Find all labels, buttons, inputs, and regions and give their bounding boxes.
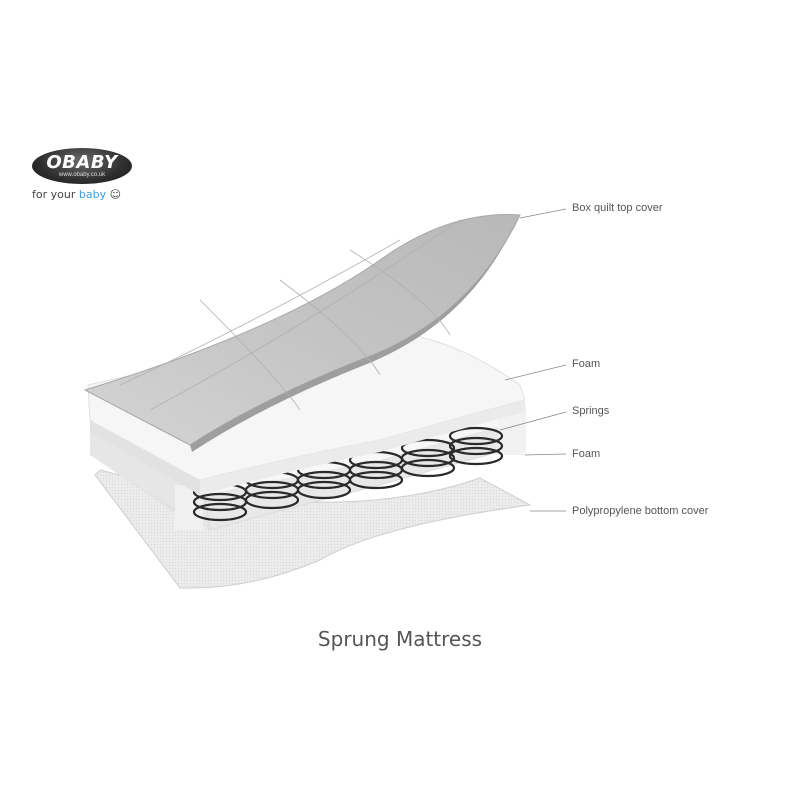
label-box-quilt-top-cover: Box quilt top cover bbox=[572, 202, 663, 214]
label-foam-top: Foam bbox=[572, 358, 601, 370]
logo-tagline: for your baby ☺ bbox=[32, 188, 121, 201]
leader-lines bbox=[499, 208, 567, 512]
logo-brand: OBABY bbox=[46, 152, 118, 173]
label-foam-bottom: Foam bbox=[572, 448, 601, 460]
smiley-icon: ☺ bbox=[106, 188, 122, 201]
logo-url: www.obaby.co.uk bbox=[58, 172, 106, 178]
label-springs: Springs bbox=[572, 405, 610, 417]
label-polypropylene-bottom-cover: Polypropylene bottom cover bbox=[572, 505, 709, 517]
top-cover-layer bbox=[83, 214, 521, 452]
obaby-logo: OBABY www.obaby.co.uk for your baby ☺ bbox=[30, 148, 140, 208]
diagram-caption: Sprung Mattress bbox=[317, 627, 483, 651]
tagline-prefix: for your bbox=[32, 188, 79, 201]
tagline-highlight: baby bbox=[78, 188, 107, 201]
logo-oval bbox=[32, 148, 132, 184]
